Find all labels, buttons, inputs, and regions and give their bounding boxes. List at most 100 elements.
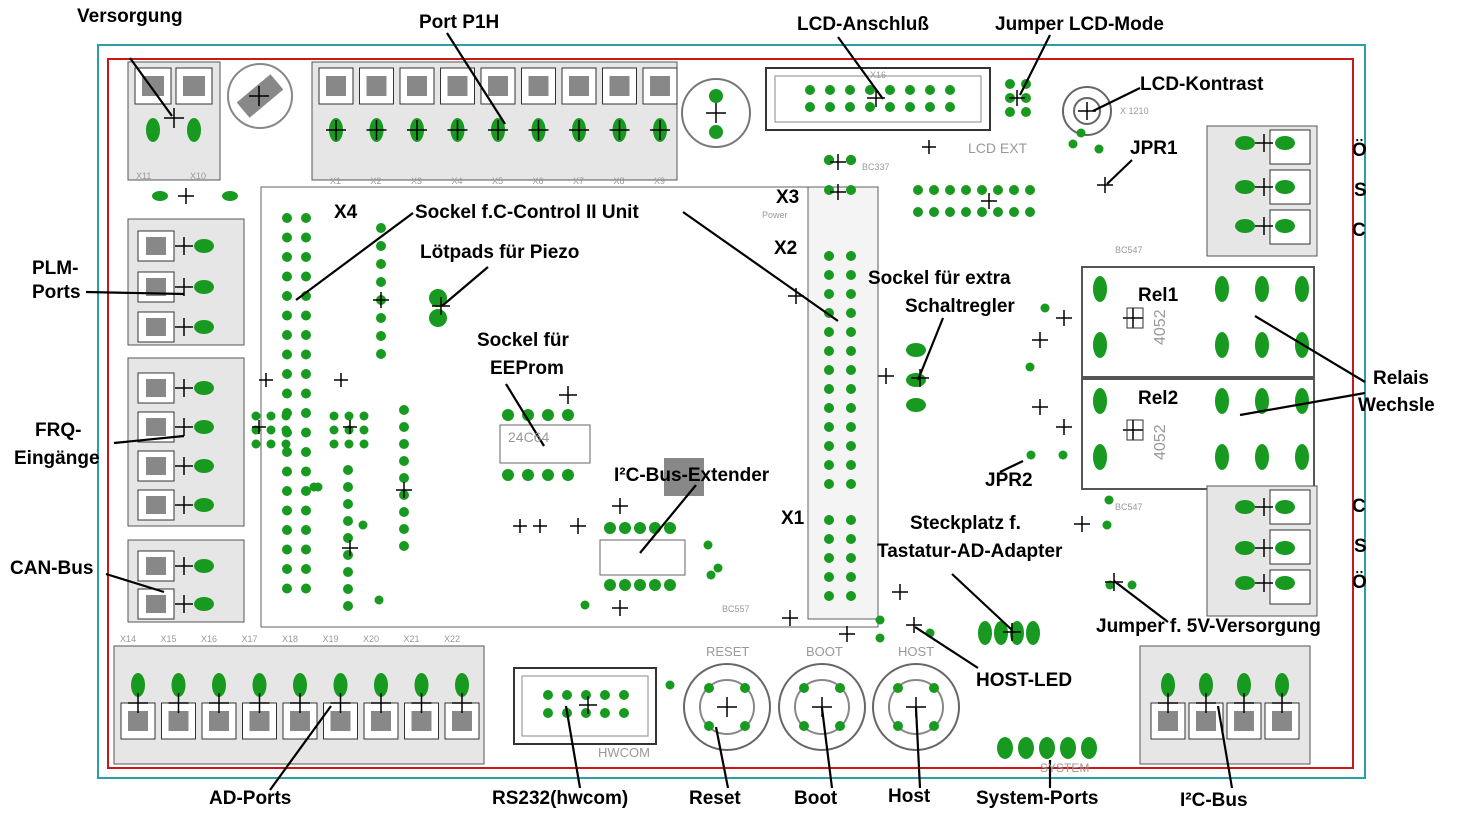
pad	[282, 486, 292, 496]
pad	[1058, 450, 1068, 460]
pad	[945, 85, 955, 95]
pad	[706, 570, 716, 580]
terminal-screw	[528, 76, 549, 96]
pad	[649, 579, 661, 591]
pad	[1060, 737, 1076, 759]
pad	[429, 289, 447, 307]
pad	[1094, 144, 1104, 154]
leader-line	[1239, 391, 1366, 417]
pad	[846, 185, 856, 195]
label-i2c-extender: I²C-Bus-Extender	[614, 465, 770, 486]
terminal-screw	[326, 76, 346, 96]
pad	[1021, 107, 1031, 117]
leader-line	[714, 726, 730, 789]
label-relais-1: Relais	[1373, 368, 1429, 389]
pad	[824, 155, 834, 165]
pad	[212, 673, 226, 697]
pad	[282, 369, 292, 379]
pad	[194, 280, 214, 294]
label-rel2: Rel2	[1138, 388, 1179, 409]
pad	[704, 683, 714, 693]
pad	[1093, 332, 1107, 358]
pad	[282, 232, 292, 243]
pad	[905, 102, 915, 112]
pad	[846, 441, 856, 451]
silk-port-label: X8	[614, 176, 625, 186]
pad	[281, 425, 291, 435]
pad	[301, 447, 311, 457]
pad	[301, 408, 311, 418]
silk-system: SYSTEM	[1040, 761, 1089, 775]
pad	[1068, 139, 1078, 149]
pad	[846, 289, 856, 299]
solder-pads	[85, 32, 1366, 791]
pad	[1215, 332, 1229, 358]
pad	[301, 271, 311, 282]
leader-line	[914, 707, 922, 789]
pad	[913, 185, 923, 195]
label-rel1: Rel1	[1138, 285, 1179, 306]
leader-line	[1106, 159, 1133, 185]
pad	[1235, 180, 1255, 194]
terminal-screw	[447, 76, 468, 96]
pad	[906, 373, 926, 387]
pad	[1010, 621, 1024, 645]
pad	[399, 541, 409, 551]
pad	[1093, 444, 1107, 470]
terminal-screw	[146, 237, 166, 255]
pad	[1009, 207, 1019, 217]
pad	[562, 690, 572, 700]
label-sockel-schaltregler-1: Sockel für extra	[868, 268, 1011, 289]
pad	[1104, 495, 1114, 505]
pad	[1255, 276, 1269, 302]
terminal-screw	[407, 76, 427, 96]
pad	[313, 482, 323, 492]
pad	[301, 310, 311, 321]
pad	[604, 579, 616, 591]
label-c-bot: C	[1352, 496, 1366, 517]
label-plm-1: PLM-	[32, 258, 79, 279]
pad	[929, 185, 939, 195]
pad	[846, 384, 856, 394]
pad	[152, 191, 168, 201]
pad	[429, 309, 447, 327]
terminal-screw	[1158, 711, 1178, 731]
pad	[825, 85, 835, 95]
pad	[604, 522, 616, 534]
pad	[835, 683, 845, 693]
pad	[945, 185, 955, 195]
leader-line	[129, 57, 173, 117]
pad	[358, 520, 368, 530]
silk-boot: BOOT	[806, 644, 843, 659]
pad	[194, 597, 214, 611]
pad	[929, 683, 939, 693]
terminal-screw	[488, 76, 508, 96]
leader-line	[1254, 315, 1366, 383]
pad	[905, 85, 915, 95]
silk-ad-label: X19	[323, 634, 339, 644]
pad	[1295, 444, 1309, 470]
leader-line	[916, 317, 945, 381]
pad	[171, 673, 186, 697]
rs232-hwcom-connector	[513, 667, 657, 745]
pad	[301, 427, 311, 438]
leader-line	[446, 32, 506, 125]
pad	[824, 251, 834, 261]
silk-4052-a: 4052	[1152, 309, 1169, 345]
terminal-screw	[650, 76, 670, 96]
pad	[893, 683, 903, 693]
pad	[343, 499, 353, 509]
pad	[664, 579, 676, 591]
pad	[600, 690, 610, 700]
silk-ad-label: X21	[404, 634, 420, 644]
pad	[977, 185, 987, 195]
pad	[1009, 185, 1019, 195]
pad	[893, 721, 903, 731]
silk-port-label: X9	[654, 176, 665, 186]
pad	[282, 505, 292, 516]
pad	[194, 239, 214, 253]
pad	[824, 422, 834, 432]
leader-line	[1019, 34, 1051, 96]
pad	[399, 422, 409, 432]
smd-ic	[664, 458, 704, 496]
